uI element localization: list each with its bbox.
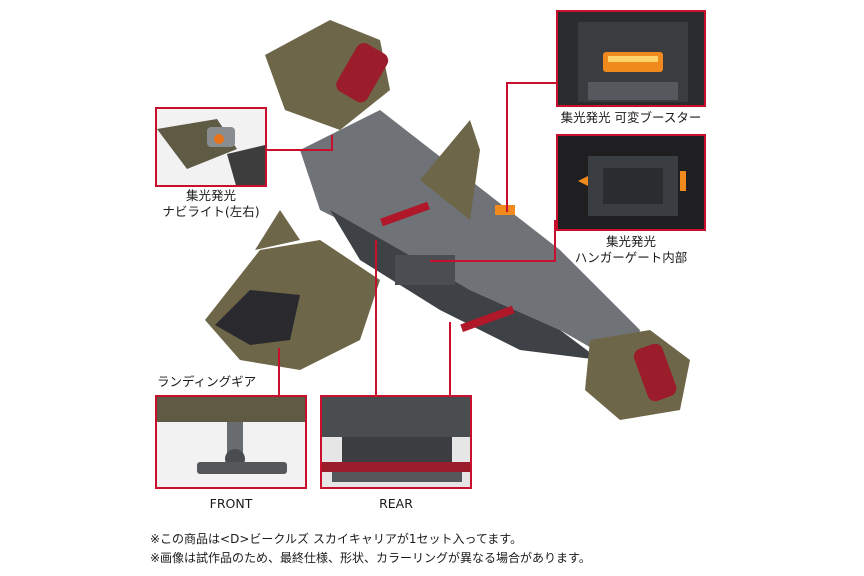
left-fin: [255, 210, 300, 250]
rear-label: REAR: [379, 496, 413, 511]
navlight-callout-h: [265, 149, 333, 151]
booster-inset-image: [578, 22, 688, 102]
rear-callout-v1: [375, 240, 377, 395]
hangar-inset: [556, 134, 706, 231]
right-wing: [420, 120, 480, 220]
hangar-callout-v: [554, 220, 556, 262]
hangar-inset-image: [578, 156, 686, 216]
fuselage-body: [300, 110, 640, 370]
landing-label: ランディングギア: [157, 374, 257, 389]
rear-inset: [320, 395, 472, 489]
front-inset-image: [157, 397, 305, 474]
navlight-label-2: ナビライト(左右): [162, 204, 260, 219]
landing-callout-v: [278, 348, 280, 398]
note-contents: ※この商品は<D>ビークルズ スカイキャリアが1セット入ってます。: [150, 532, 523, 546]
navlight-callout-v: [331, 135, 333, 151]
navlight-label-1: 集光発光: [185, 188, 236, 203]
booster-inset: [556, 10, 706, 107]
hangar-label-1: 集光発光: [605, 234, 656, 249]
note-disclaimer: ※画像は試作品のため、最終仕様、形状、カラーリングが異なる場合があります。: [150, 551, 591, 565]
red-stripe-1: [380, 201, 430, 227]
booster-callout-h: [506, 82, 556, 84]
upper-engine-vents: [336, 43, 389, 103]
rear-inset-image: [322, 397, 470, 482]
booster-callout-v: [506, 82, 508, 212]
rear-callout-v2: [449, 322, 451, 395]
cockpit-canopy: [215, 290, 300, 345]
front-label: FRONT: [209, 496, 253, 511]
hangar-callout-h: [430, 260, 556, 262]
hangar-label-2: ハンガーゲート内部: [574, 250, 688, 265]
red-stripe-2: [460, 305, 515, 332]
booster-label: 集光発光 可変ブースター: [560, 110, 702, 125]
lower-engine-vents: [633, 343, 677, 402]
front-inset: [155, 395, 307, 489]
navlight-inset-image: [157, 119, 265, 185]
fuselage-shadow: [330, 210, 600, 360]
booster-highlight: [495, 205, 515, 215]
navlight-inset: [155, 107, 267, 187]
lower-engine-pod: [585, 330, 690, 420]
